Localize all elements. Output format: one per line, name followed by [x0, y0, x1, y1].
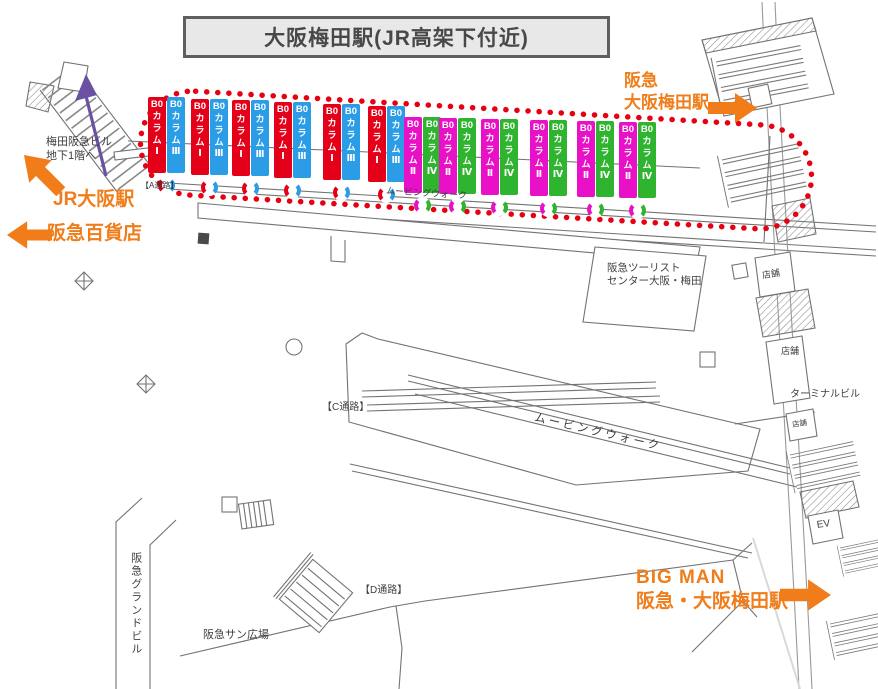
label-sun-plaza: 阪急サン広場 — [203, 629, 269, 641]
label-tourist-center: 阪急ツーリスト センター大阪・梅田 — [607, 262, 702, 288]
up-arrow-icon — [75, 74, 97, 101]
column-pillar-icon — [242, 180, 259, 197]
tourist-center-building — [582, 246, 707, 332]
column-pillar-icon — [201, 179, 218, 196]
label-terminal-bldg: ターミナルビル — [790, 389, 860, 400]
column-pillar-icon — [333, 184, 350, 201]
label-passage-d: 【D通路】 — [360, 585, 408, 596]
direction-hankyu-dept: 阪急百貨店 — [47, 223, 143, 244]
up-left-arrow-icon — [10, 141, 74, 205]
right-buildings — [699, 17, 878, 661]
column-pillar-icon — [414, 197, 431, 214]
column-pillar-icon — [491, 199, 508, 216]
label-ev: EV — [816, 518, 831, 531]
column-pillar-icon — [629, 202, 646, 219]
direction-hankyu-umeda: 阪急 大阪梅田駅 — [624, 71, 709, 112]
staircase-umeda-bldg-icon — [25, 61, 153, 194]
label-passage-a: 【A通路】 — [141, 181, 179, 190]
right-arrow-icon — [780, 577, 832, 613]
label-passage-c: 【C通路】 — [322, 402, 370, 413]
column-pillar-icon — [284, 182, 301, 199]
walkway-mid-lines — [407, 374, 798, 488]
column-pillar-icon — [378, 186, 395, 203]
label-umeda-bldg: 梅田阪急ビル 地下1階へ — [46, 136, 112, 162]
direction-jr-osaka: JR大阪駅 — [53, 189, 135, 210]
column-pillar-icon — [587, 201, 604, 218]
label-shop: 店舗 — [781, 346, 800, 356]
column-pillar-icon — [540, 200, 557, 217]
column-pillar-icon — [449, 198, 466, 215]
pillar-marker-icon — [74, 271, 94, 291]
left-arrow-icon — [6, 220, 52, 250]
direction-bigman: BIG MAN 阪急・大阪梅田駅 — [636, 567, 789, 613]
column-pillar-icon — [158, 177, 175, 194]
label-grand-bldg: 阪急グランドビル — [129, 552, 142, 656]
page-title: 大阪梅田駅(JR高架下付近) — [183, 16, 610, 58]
sun-plaza-staircase-icon — [273, 552, 354, 634]
pillar-marker-icon — [136, 374, 156, 394]
right-arrow-icon — [708, 92, 758, 124]
